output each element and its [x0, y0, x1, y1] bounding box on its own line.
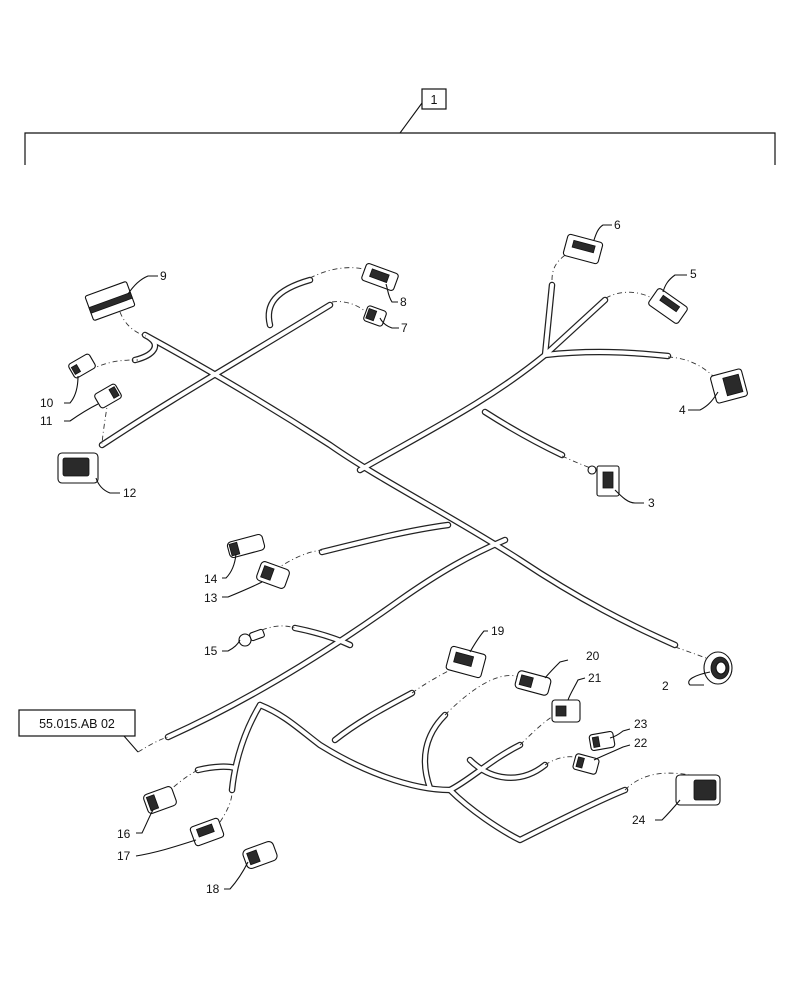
connector-14 [226, 533, 266, 559]
connector-11 [94, 383, 122, 409]
connector-2 [703, 651, 733, 685]
callout-7: 7 [401, 321, 408, 335]
connector-22 [572, 753, 600, 775]
callout-4: 4 [679, 403, 686, 417]
callout-10: 10 [40, 396, 54, 410]
callout-numbers: 2 3 4 5 6 7 8 9 10 11 12 13 14 15 16 17 … [40, 218, 697, 896]
connector-18 [242, 840, 278, 870]
callout-15: 15 [204, 644, 218, 658]
callout-11: 11 [40, 414, 53, 428]
connector-23 [588, 730, 616, 752]
callout-20: 20 [586, 649, 600, 663]
callout-21: 21 [588, 671, 602, 685]
connector-19 [445, 645, 487, 679]
reference-box [18, 709, 136, 737]
assembly-bracket: 1 [24, 88, 776, 165]
callout-24: 24 [632, 813, 646, 827]
callout-16: 16 [117, 827, 131, 841]
callout-17: 17 [117, 849, 131, 863]
reference-label: 55.015.AB 02 [39, 717, 115, 731]
assembly-item-box [421, 88, 447, 110]
connector-9 [84, 281, 136, 321]
callout-12: 12 [123, 486, 137, 500]
reference-callout: 55.015.AB 02 [18, 709, 139, 753]
callout-22: 22 [634, 736, 648, 750]
callout-19: 19 [491, 624, 505, 638]
assembly-item-number: 1 [431, 93, 438, 107]
callout-8: 8 [400, 295, 407, 309]
connector-21 [551, 699, 581, 723]
connector-10 [68, 353, 96, 379]
connector-6 [562, 233, 604, 265]
callout-6: 6 [614, 218, 621, 232]
callout-2: 2 [662, 679, 669, 693]
connection-lines [89, 251, 716, 823]
connector-17 [189, 817, 225, 847]
connector-7 [363, 305, 387, 327]
callout-14: 14 [204, 572, 218, 586]
callout-3: 3 [648, 496, 655, 510]
connector-16 [143, 786, 177, 814]
callout-13: 13 [204, 591, 218, 605]
connector-5 [648, 288, 688, 324]
connector-15 [238, 628, 265, 647]
connector-3 [587, 465, 620, 497]
callout-9: 9 [160, 269, 167, 283]
connector-8 [361, 263, 399, 291]
callout-23: 23 [634, 717, 648, 731]
connector-13 [256, 561, 290, 589]
callout-5: 5 [690, 267, 697, 281]
connector-24 [675, 774, 721, 806]
harness-branches [98, 276, 679, 844]
connector-12 [57, 452, 99, 484]
connector-4 [710, 368, 748, 404]
connector-20 [514, 670, 552, 696]
leader-lines [64, 224, 719, 890]
callout-18: 18 [206, 882, 220, 896]
